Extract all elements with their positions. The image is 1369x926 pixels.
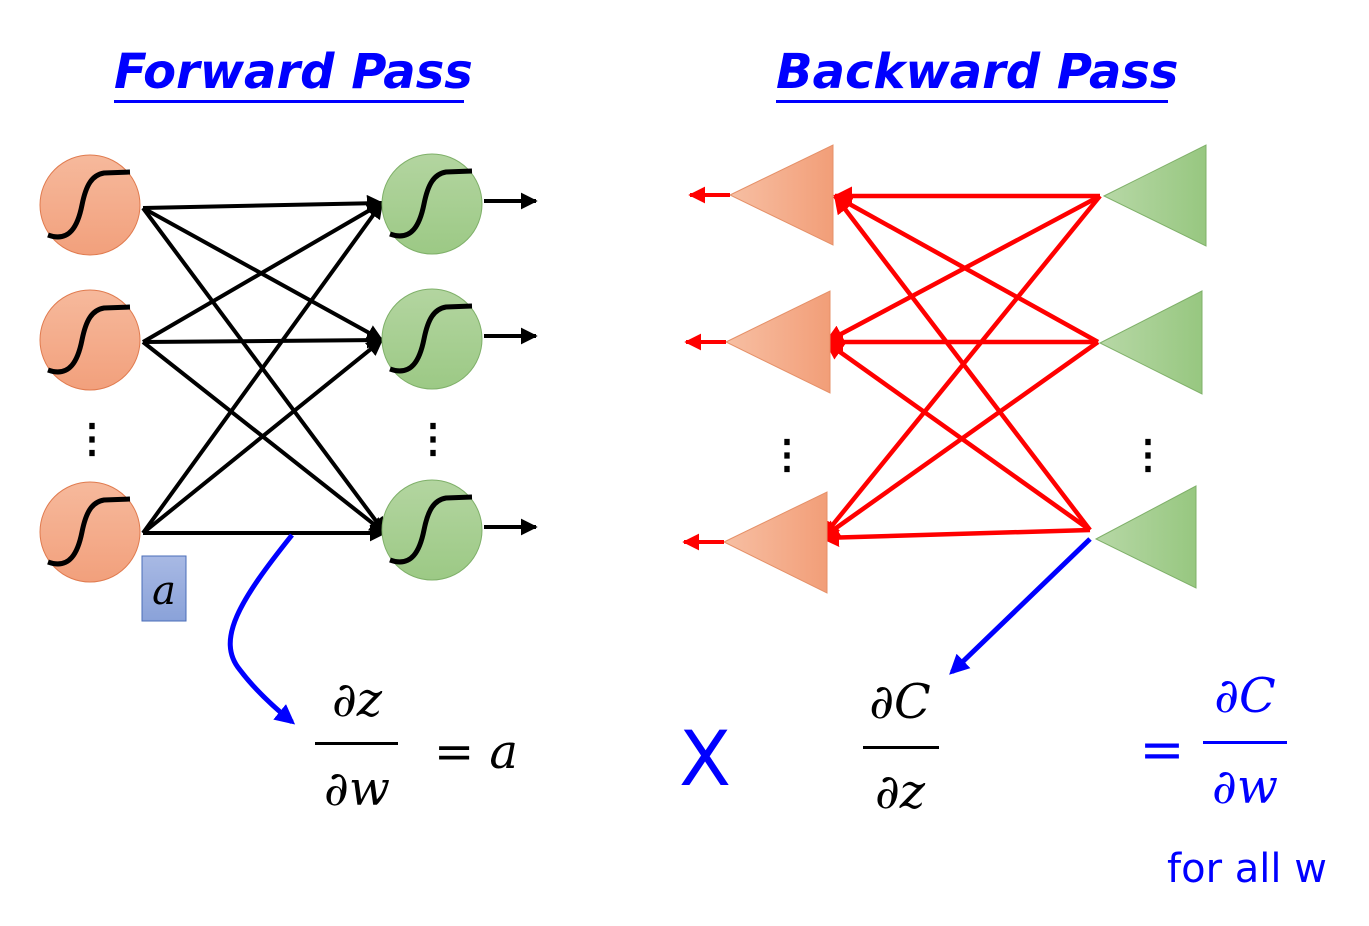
fraction-bar (863, 746, 939, 749)
forward-edge-2-0 (141, 201, 384, 535)
equals-a: = a (434, 724, 518, 780)
dz-denominator: ∂z (875, 764, 926, 820)
activation-label-box (141, 555, 187, 622)
input-neuron (39, 481, 141, 583)
output-neuron (381, 153, 483, 255)
sigmoid-icon (389, 494, 473, 565)
forward-output-arrows (484, 192, 538, 536)
backward-right-unit (1094, 485, 1197, 589)
output-ellipsis: ⋮ (413, 415, 453, 462)
result-equals: = (1139, 718, 1184, 781)
neuron-body (39, 289, 141, 391)
forward-edges (141, 194, 387, 542)
backward-edge-1-0 (833, 194, 1100, 344)
backward-left-unit (728, 144, 834, 246)
forward-edge-1-1 (142, 331, 384, 349)
forward-input-layer (39, 154, 141, 583)
backward-output-arrows (682, 186, 730, 551)
dc-numerator: ∂C (869, 674, 931, 730)
forward-derivative: ∂z ∂w = a (315, 672, 518, 817)
input-neuron (39, 154, 141, 256)
backward-right-unit (1102, 144, 1207, 247)
dw-denominator: ∂w (324, 761, 390, 817)
input-neuron (39, 289, 141, 391)
sigmoid-icon (47, 496, 131, 567)
times-symbol: X (679, 714, 731, 803)
activation-label: a (152, 568, 176, 614)
backward-right-layer (1094, 144, 1207, 589)
dz-numerator: ∂z (332, 672, 383, 728)
backward-left-layer (722, 144, 834, 594)
input-ellipsis: ⋮ (72, 415, 112, 462)
backward-left-ellipsis: ⋮ (767, 431, 807, 478)
backward-edge-2-1 (824, 340, 1092, 532)
backward-edges (820, 186, 1102, 547)
backward-derivative: ∂C ∂z (863, 674, 939, 820)
output-neuron (381, 288, 483, 390)
forward-title-underline (114, 100, 464, 103)
forward-edge-1-0 (141, 201, 384, 344)
sigmoid-icon (389, 303, 473, 374)
neuron-body (39, 481, 141, 583)
backward-edge-2-0 (833, 194, 1092, 532)
result-numerator: ∂C (1214, 668, 1276, 724)
backward-left-unit (724, 290, 831, 394)
forward-output-layer (381, 153, 483, 581)
forward-edge-2-1 (141, 338, 384, 535)
sigmoid-icon (47, 304, 131, 375)
neuron-body (39, 154, 141, 256)
forward-edge-0-0 (142, 194, 384, 212)
for-all-w-note: for all w (1167, 846, 1327, 892)
fraction-bar (315, 742, 398, 745)
backward-highlight-arrow (949, 537, 1092, 675)
forward-pass-title: Forward Pass (114, 44, 473, 100)
output-neuron (381, 479, 483, 581)
neuron-body (381, 288, 483, 390)
neuron-body (381, 479, 483, 581)
backward-edge-0-2 (820, 194, 1102, 540)
backward-edge-2-2 (820, 527, 1091, 547)
backward-title-underline (776, 100, 1168, 103)
neuron-body (381, 153, 483, 255)
forward-highlight-arrow (227, 533, 296, 725)
fraction-bar (1203, 741, 1287, 744)
sigmoid-icon (389, 168, 473, 239)
sigmoid-icon (47, 169, 131, 240)
backward-right-ellipsis: ⋮ (1128, 431, 1168, 478)
result-derivative: = ∂C ∂w for all w (1139, 668, 1327, 892)
result-denominator: ∂w (1212, 759, 1278, 815)
forward-edge-0-2 (141, 206, 387, 535)
backward-left-unit (722, 491, 828, 594)
backward-right-unit (1098, 290, 1203, 395)
backward-pass-title: Backward Pass (776, 44, 1178, 100)
